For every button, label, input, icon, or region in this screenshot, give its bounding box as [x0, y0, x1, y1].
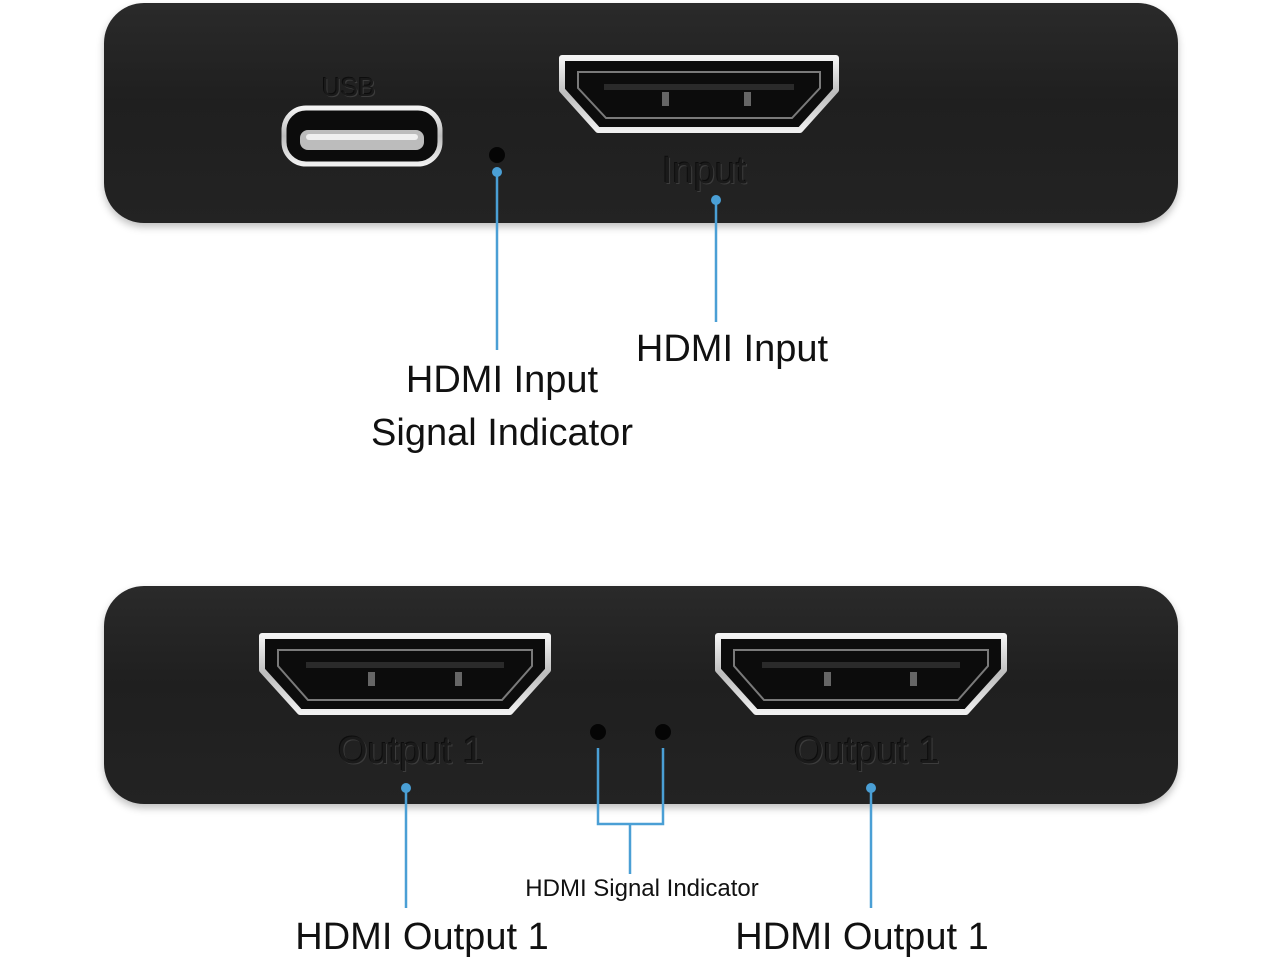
callout-hdmi-input-signal-indicator: HDMI Input Signal Indicator [360, 354, 644, 460]
callout-indicator-line1: HDMI Input [405, 359, 599, 401]
callout-hdmi-output-right: HDMI Output 1 [735, 916, 989, 958]
callout-hdmi-signal-indicator: HDMI Signal Indicator [525, 875, 759, 902]
callout-indicator-line2: Signal Indicator [371, 412, 633, 455]
callout-hdmi-output-left: HDMI Output 1 [295, 916, 549, 958]
usb-port-label: USB [322, 72, 376, 102]
splitter-input-side-panel [104, 3, 1178, 223]
splitter-output-side-panel [104, 586, 1178, 804]
output-right-port-label: Output 1 [794, 730, 940, 772]
callout-hdmi-input: HDMI Input [635, 328, 829, 370]
output-left-port-label: Output 1 [338, 730, 484, 772]
input-port-label: Input [662, 150, 747, 192]
